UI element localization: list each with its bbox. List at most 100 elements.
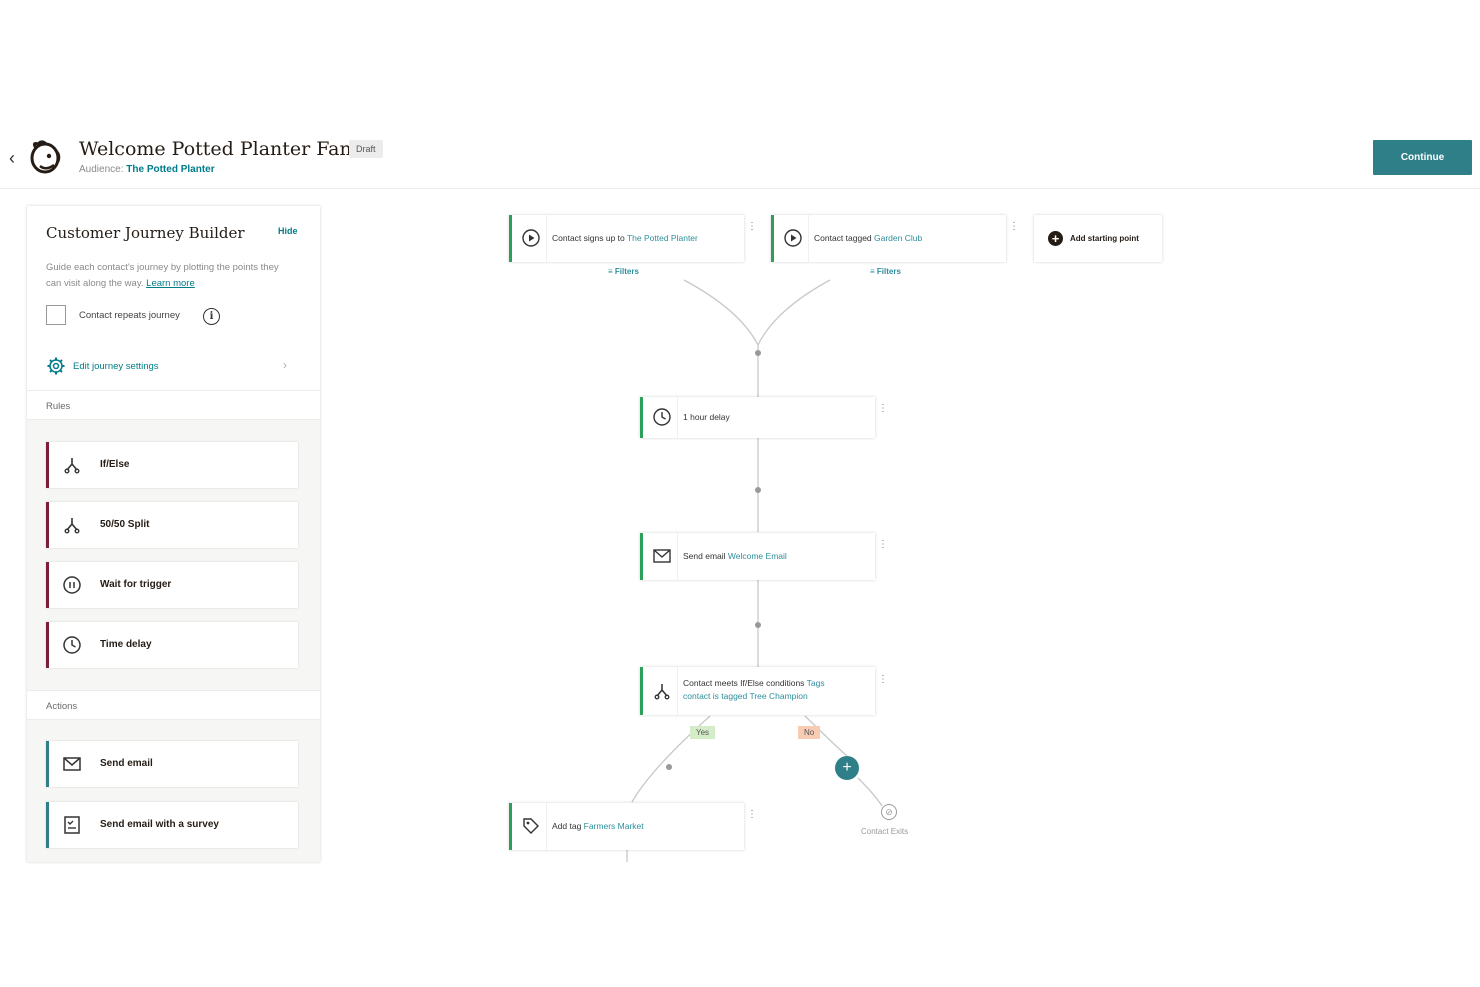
audience-info: Audience: The Potted Planter (79, 164, 215, 175)
add-tag-node[interactable]: Add tag Farmers Market (509, 803, 744, 850)
branch-icon (64, 458, 80, 474)
filters-label: Filters (614, 267, 639, 276)
contact-exits-label: Contact Exits (861, 827, 909, 836)
edit-settings-label: Edit journey settings (73, 361, 159, 372)
rule-item-if-else[interactable]: If/Else (46, 442, 298, 488)
page-title: Welcome Potted Planter Fans! (79, 138, 370, 160)
email-node-highlight[interactable]: Welcome Email (727, 551, 787, 561)
filters-label: Filters (876, 267, 901, 276)
node-menu-icon[interactable]: ⋮ (878, 539, 888, 550)
action-item-send-survey[interactable]: Send email with a survey (46, 802, 298, 848)
add-starting-point-button[interactable]: + Add starting point (1034, 215, 1162, 262)
rule-label: If/Else (100, 459, 130, 470)
envelope-icon (653, 549, 671, 563)
mailchimp-logo-icon (30, 140, 61, 174)
sidebar-description: Guide each contact's journey by plotting… (46, 260, 296, 292)
actions-section-header: Actions (27, 690, 320, 720)
node-divider (546, 803, 547, 850)
action-label: Send email with a survey (100, 819, 219, 830)
start-node-text: Contact signs up to The Potted Planter (552, 232, 698, 245)
status-badge: Draft (349, 140, 383, 158)
plus-icon: + (1048, 231, 1063, 246)
node-divider (677, 533, 678, 580)
node-menu-icon[interactable]: ⋮ (1009, 221, 1019, 232)
start-node-signup[interactable]: Contact signs up to The Potted Planter (509, 215, 744, 262)
node-menu-icon[interactable]: ⋮ (747, 809, 757, 820)
actions-label: Actions (46, 701, 78, 712)
sidebar-title: Customer Journey Builder (46, 224, 245, 242)
repeat-journey-checkbox[interactable] (46, 305, 66, 325)
play-icon (784, 229, 802, 247)
page-header: ‹ Welcome Potted Planter Fans! Draft Aud… (0, 126, 1480, 189)
node-menu-icon[interactable]: ⋮ (878, 674, 888, 685)
rules-section-header: Rules (27, 390, 320, 420)
if-else-node[interactable]: Contact meets If/Else conditions Tags co… (640, 667, 875, 715)
filters-link[interactable]: ≡ Filters (870, 267, 901, 276)
sidebar-description-text: Guide each contact's journey by plotting… (46, 262, 279, 289)
start-node-tagged[interactable]: Contact tagged Garden Club (771, 215, 1006, 262)
journey-canvas: Contact signs up to The Potted Planter ⋮… (320, 190, 1480, 862)
tag-icon (523, 818, 539, 834)
learn-more-link[interactable]: Learn more (146, 278, 195, 289)
add-tag-prefix: Add tag (552, 821, 584, 831)
action-label: Send email (100, 758, 153, 769)
node-menu-icon[interactable]: ⋮ (747, 221, 757, 232)
envelope-icon (63, 757, 81, 771)
rule-label: Wait for trigger (100, 579, 172, 590)
pause-icon (63, 576, 81, 594)
start-node-highlight[interactable]: Garden Club (874, 233, 923, 243)
clock-icon (653, 408, 671, 426)
hide-sidebar-link[interactable]: Hide (278, 226, 298, 236)
condition-highlight-rule[interactable]: contact is tagged Tree Champion (683, 691, 808, 701)
chevron-right-icon: › (283, 358, 287, 372)
rule-item-wait-for-trigger[interactable]: Wait for trigger (46, 562, 298, 608)
survey-icon (64, 816, 80, 834)
rules-label: Rules (46, 401, 71, 412)
delay-node-text: 1 hour delay (683, 412, 730, 422)
rule-label: Time delay (100, 639, 152, 650)
journey-sidebar: Customer Journey Builder Hide Guide each… (27, 206, 320, 862)
add-starting-point-label: Add starting point (1070, 234, 1139, 243)
continue-button[interactable]: Continue (1373, 140, 1472, 175)
node-divider (677, 667, 678, 715)
rule-item-time-delay[interactable]: Time delay (46, 622, 298, 668)
rule-label: 50/50 Split (100, 519, 150, 530)
condition-node-text: Contact meets If/Else conditions Tags co… (683, 677, 825, 703)
gear-icon (47, 357, 65, 375)
play-icon (522, 229, 540, 247)
edit-journey-settings-button[interactable]: Edit journey settings › (27, 346, 320, 386)
delay-node[interactable]: 1 hour delay (640, 397, 875, 438)
start-node-text: Contact tagged Garden Club (814, 232, 922, 245)
branch-icon (654, 684, 670, 700)
start-node-prefix: Contact tagged (814, 233, 875, 243)
exit-icon: ⊘ (881, 804, 897, 820)
split-icon (64, 518, 80, 534)
info-icon[interactable]: i (203, 308, 220, 325)
node-menu-icon[interactable]: ⋮ (878, 403, 888, 414)
start-node-prefix: Contact signs up to (552, 233, 627, 243)
filters-link[interactable]: ≡ Filters (608, 267, 639, 276)
email-node-text: Send email Welcome Email (683, 550, 787, 563)
start-node-highlight[interactable]: The Potted Planter (626, 233, 698, 243)
node-divider (677, 397, 678, 438)
clock-icon (63, 636, 81, 654)
node-divider (808, 215, 809, 262)
audience-label: Audience: (79, 164, 127, 175)
node-divider (546, 215, 547, 262)
yes-branch-label: Yes (690, 726, 716, 739)
add-tag-node-text: Add tag Farmers Market (552, 820, 644, 833)
email-node-prefix: Send email (683, 551, 728, 561)
send-email-node[interactable]: Send email Welcome Email (640, 533, 875, 580)
no-branch-label: No (798, 726, 821, 739)
rule-item-split[interactable]: 50/50 Split (46, 502, 298, 548)
condition-highlight-tags[interactable]: Tags (806, 678, 825, 688)
condition-prefix: Contact meets If/Else conditions (683, 678, 807, 688)
audience-link[interactable]: The Potted Planter (126, 164, 215, 175)
add-step-plus-button[interactable]: + (835, 756, 859, 780)
repeat-journey-label: Contact repeats journey (79, 310, 180, 321)
back-chevron-icon[interactable]: ‹ (9, 148, 15, 168)
connector-lines (626, 279, 883, 862)
add-tag-highlight[interactable]: Farmers Market (583, 821, 644, 831)
action-item-send-email[interactable]: Send email (46, 741, 298, 787)
